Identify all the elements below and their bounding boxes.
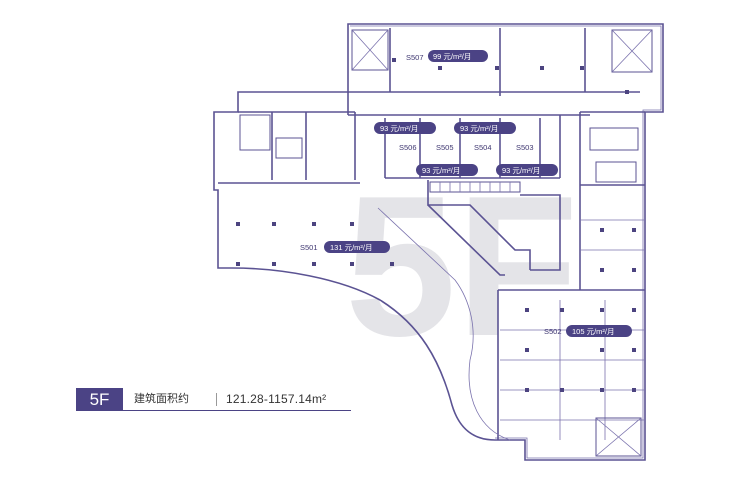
escalator bbox=[429, 181, 521, 193]
columns bbox=[236, 58, 636, 392]
price-tag-s506: 93 元/m²/月 bbox=[374, 122, 436, 134]
outer-walls bbox=[213, 23, 664, 461]
svg-text:99 元/m²/月: 99 元/m²/月 bbox=[433, 52, 471, 61]
svg-text:93 元/m²/月: 93 元/m²/月 bbox=[422, 166, 460, 175]
svg-text:105 元/m²/月: 105 元/m²/月 bbox=[572, 327, 615, 336]
svg-text:93 元/m²/月: 93 元/m²/月 bbox=[460, 124, 498, 133]
unit-label-s505: S505 bbox=[436, 143, 454, 152]
price-tag-s505: 93 元/m²/月 bbox=[416, 164, 478, 176]
price-tag-s501: 131 元/m²/月 bbox=[324, 241, 390, 253]
price-tag-s502: 105 元/m²/月 bbox=[566, 325, 632, 337]
area-label: 建筑面积约 bbox=[134, 393, 189, 405]
unit-label-s506: S506 bbox=[399, 143, 417, 152]
floor-watermark: 5F bbox=[345, 155, 578, 378]
unit-label-s504: S504 bbox=[474, 143, 492, 152]
unit-label-s507: S507 bbox=[406, 53, 424, 62]
cores bbox=[239, 29, 653, 457]
legend-divider bbox=[216, 393, 217, 406]
area-legend: 5F 建筑面积约 121.28-1157.14m² bbox=[76, 388, 351, 411]
svg-text:93 元/m²/月: 93 元/m²/月 bbox=[502, 166, 540, 175]
svg-text:93 元/m²/月: 93 元/m²/月 bbox=[380, 124, 418, 133]
price-tag-s504: 93 元/m²/月 bbox=[454, 122, 516, 134]
interior-walls bbox=[218, 28, 645, 441]
legend-underline bbox=[123, 409, 351, 411]
floor-badge: 5F bbox=[76, 388, 123, 411]
unit-label-s501: S501 bbox=[300, 243, 318, 252]
price-tag-s507: 99 元/m²/月 bbox=[428, 50, 488, 62]
price-tag-s503: 93 元/m²/月 bbox=[496, 164, 558, 176]
svg-text:131 元/m²/月: 131 元/m²/月 bbox=[330, 243, 373, 252]
area-value: 121.28-1157.14m² bbox=[226, 392, 327, 406]
unit-label-s502: S502 bbox=[544, 327, 562, 336]
unit-label-s503: S503 bbox=[516, 143, 534, 152]
